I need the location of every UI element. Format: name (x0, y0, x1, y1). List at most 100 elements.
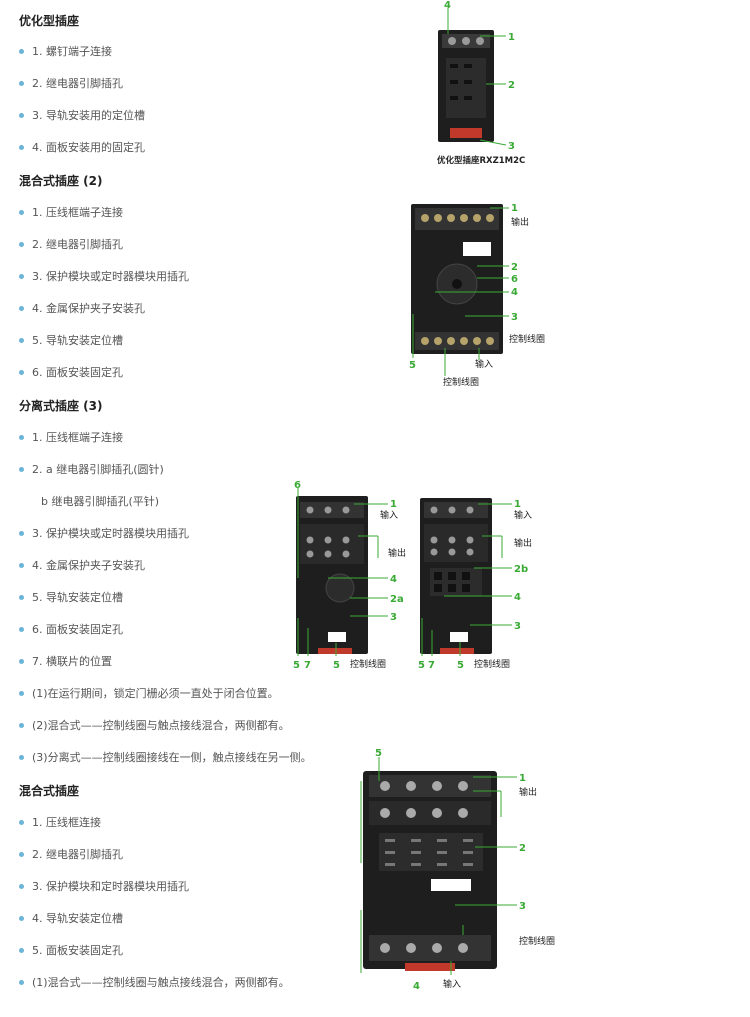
callout-5: 5 (409, 360, 416, 371)
callout-6: 6 (511, 274, 518, 285)
bullet-icon (19, 144, 24, 150)
callout-2b: 2b (514, 564, 528, 575)
list-item: (2)混合式——控制线圈与触点接线混合，两侧都有。 (19, 717, 290, 733)
callout-1: 1 (508, 32, 515, 43)
label-output: 输出 (519, 786, 537, 798)
callout-1: 1 (390, 499, 397, 510)
figure-mixed-socket: 1 输出 2 6 4 3 控制线圈 5 输入 控制线圈 (405, 198, 555, 393)
list-item: 6. 面板安装固定孔 (19, 364, 123, 380)
label-input: 输入 (475, 358, 493, 370)
bullet-icon (19, 690, 24, 696)
label-plate (431, 879, 471, 891)
socket-body (296, 496, 368, 654)
screw-icon (476, 37, 484, 45)
socket-diagram-rxz1m2c: 4 1 2 3 优化型插座RXZ1M2C (437, 0, 525, 166)
callout-4: 4 (390, 574, 397, 585)
section-title-mixed: 混合式插座 (19, 784, 80, 798)
list-item: (1)在运行期间，锁定门栅必须一直处于闭合位置。 (19, 685, 279, 701)
bullet-icon (19, 369, 24, 375)
bullet-icon (19, 851, 24, 857)
label-input: 输入 (443, 978, 461, 990)
label-output: 输出 (511, 216, 529, 228)
socket-diagram-mixed: 1 输出 2 6 4 3 控制线圈 5 输入 控制线圈 (409, 203, 545, 388)
figure-caption: 优化型插座RXZ1M2C (437, 155, 525, 166)
list-item: 4. 金属保护夹子安装孔 (19, 300, 145, 316)
screw-icon (462, 37, 470, 45)
section-title-mixed-2: 混合式插座 (2) (19, 174, 103, 188)
callout-5: 5 (418, 660, 425, 671)
label-input: 输入 (514, 509, 532, 521)
callout-5-b: 5 (333, 660, 340, 671)
callout-4: 4 (511, 287, 518, 298)
bullet-icon (19, 883, 24, 889)
bullet-icon (19, 80, 24, 86)
bullet-icon (19, 562, 24, 568)
bullet-icon (19, 947, 24, 953)
bullet-icon (19, 305, 24, 311)
label-plate (463, 242, 491, 256)
callout-1: 1 (514, 499, 521, 510)
figure-separate-socket-round: 6 1 输入 输出 4 2a 3 5 7 5 控制线圈 (288, 478, 413, 673)
rail-clip (405, 963, 455, 971)
callout-4: 4 (413, 981, 420, 992)
bullet-icon (19, 209, 24, 215)
figure-separate-socket-flat: 1 输入 输出 2b 4 3 5 7 5 控制线圈 (414, 490, 554, 673)
section-title-separate-3: 分离式插座 (3) (19, 399, 103, 413)
callout-2a: 2a (390, 594, 404, 605)
label-coil: 控制线圈 (519, 935, 555, 947)
list-item: 4. 金属保护夹子安装孔 (19, 557, 145, 573)
bullet-icon (19, 626, 24, 632)
label-output: 输出 (514, 537, 532, 549)
callout-2: 2 (511, 262, 518, 273)
socket-diagram-separate-2a: 6 1 输入 输出 4 2a 3 5 7 5 控制线圈 (293, 480, 406, 671)
screw-icon (448, 37, 456, 45)
list-item: 1. 压线框连接 (19, 814, 101, 830)
callout-6: 6 (294, 480, 301, 491)
bullet-icon (19, 241, 24, 247)
list-item-sub: b 继电器引脚插孔(平针) (41, 495, 160, 508)
list-item: 6. 面板安装固定孔 (19, 621, 123, 637)
callout-4: 4 (444, 0, 451, 11)
bullet-icon (19, 915, 24, 921)
callout-3: 3 (514, 621, 521, 632)
list-item: 7. 横联片的位置 (19, 653, 112, 669)
terminal-row-top (415, 208, 499, 230)
bullet-icon (19, 434, 24, 440)
list-item: 1. 压线框端子连接 (19, 204, 123, 220)
figure-mixed-socket-large: 5 1 输出 2 3 控制线圈 4 输入 (355, 745, 560, 995)
list-item: 5. 导轨安装定位槽 (19, 332, 123, 348)
list-item: 2. 继电器引脚插孔 (19, 846, 123, 862)
callout-2: 2 (508, 80, 515, 91)
callout-3: 3 (511, 312, 518, 323)
callout-2: 2 (519, 843, 526, 854)
list-item: 1. 螺钉端子连接 (19, 43, 112, 59)
bullet-icon (19, 48, 24, 54)
list-item: 3. 保护模块或定时器模块用插孔 (19, 525, 189, 541)
bullet-icon (19, 658, 24, 664)
list-item: 3. 保护模块和定时器模块用插孔 (19, 878, 189, 894)
callout-3: 3 (508, 141, 515, 152)
callout-3: 3 (519, 901, 526, 912)
callout-5: 5 (375, 748, 382, 759)
list-item: 4. 面板安装用的固定孔 (19, 139, 145, 155)
callout-1: 1 (519, 773, 526, 784)
callout-5-b: 5 (457, 660, 464, 671)
list-item: 1. 压线框端子连接 (19, 429, 123, 445)
label-coil: 控制线圈 (509, 333, 545, 345)
label-output: 输出 (388, 547, 406, 559)
list-item: 3. 导轨安装用的定位槽 (19, 107, 145, 123)
list-item: 4. 导轨安装定位槽 (19, 910, 123, 926)
list-item: 2. 继电器引脚插孔 (19, 236, 123, 252)
label-coil-2: 控制线圈 (443, 376, 479, 388)
list-item: 2. a 继电器引脚插孔(圆针) (19, 461, 164, 477)
list-item: 2. 继电器引脚插孔 (19, 75, 123, 91)
list-item: (3)分离式——控制线圈接线在一侧，触点接线在另一侧。 (19, 749, 312, 765)
bullet-icon (19, 594, 24, 600)
label-input: 输入 (380, 509, 398, 521)
callout-7: 7 (304, 660, 311, 671)
socket-diagram-separate-2b: 1 输入 输出 2b 4 3 5 7 5 控制线圈 (418, 498, 532, 671)
socket-diagram-mixed-large: 5 1 输出 2 3 控制线圈 4 输入 (360, 748, 555, 992)
label-coil: 控制线圈 (350, 658, 386, 670)
bullet-icon (19, 722, 24, 728)
relay-pin-socket-round (325, 573, 355, 603)
